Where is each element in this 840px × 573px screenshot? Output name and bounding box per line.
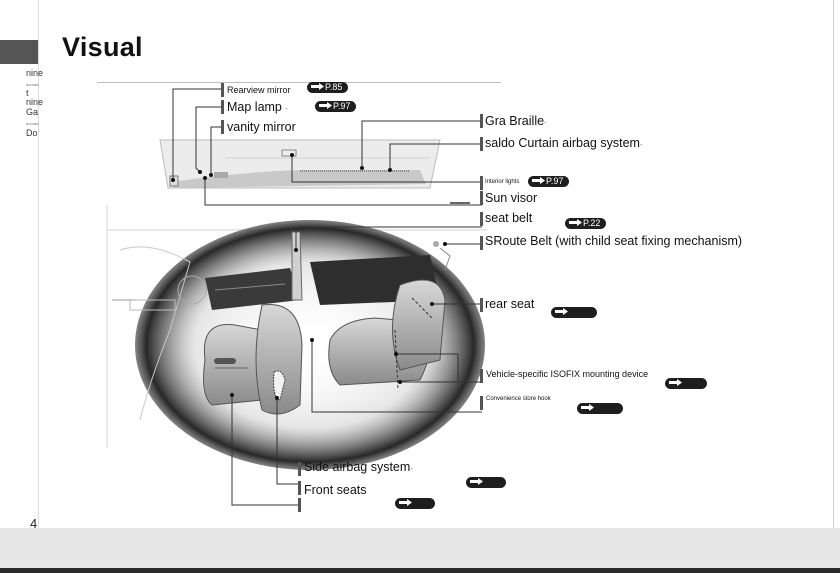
leader-dots — [171, 153, 447, 400]
arrow-right-icon — [470, 478, 483, 486]
car-interior-illustration — [106, 88, 487, 506]
label-marker — [480, 191, 483, 205]
label-suffix: - — [639, 142, 643, 149]
ref-button-side-airbag[interactable] — [466, 477, 506, 488]
ref-button-convenience-hook[interactable] — [577, 403, 623, 414]
arrow-right-icon — [532, 177, 545, 185]
label-sun-visor: Sun visor — [485, 191, 538, 205]
label-suffix: - — [285, 106, 288, 113]
side-nav-item[interactable]: nine — [26, 97, 44, 107]
arrow-right-icon — [569, 219, 582, 227]
page-bottom-edge — [0, 568, 840, 573]
label-rearview-mirror: Rearview mirror — [227, 85, 291, 95]
label-marker — [480, 114, 483, 128]
label-side-airbag: Side airbag system- — [304, 460, 413, 474]
label-marker — [221, 120, 224, 134]
arrow-right-icon — [311, 83, 324, 91]
ref-page: P.97 — [546, 176, 564, 186]
page-number: 4 — [30, 516, 38, 531]
leader-lines — [172, 88, 482, 506]
arrow-right-icon — [319, 102, 332, 110]
label-marker — [298, 462, 301, 476]
label-convenience-hook: Convenience store hook — [486, 396, 551, 402]
ref-button-isofix[interactable] — [665, 378, 707, 389]
label-marker — [221, 100, 224, 114]
side-nav-item[interactable]: Ga — [26, 107, 39, 117]
label-suffix: - — [544, 120, 547, 127]
ref-page: P.97 — [333, 101, 351, 111]
page-footer-band — [0, 528, 840, 568]
label-marker — [480, 137, 483, 151]
label-interior-lights: Interior lights — [485, 179, 520, 185]
label-marker — [298, 481, 301, 495]
label-marker — [480, 369, 483, 383]
side-navigation — [0, 0, 39, 528]
arrow-right-icon — [581, 404, 594, 412]
page-right-edge — [833, 0, 840, 528]
top-divider — [97, 82, 501, 83]
ref-button-rear-seat[interactable] — [551, 307, 597, 318]
page-title: Visual — [62, 32, 143, 62]
label-map-lamp: Map lamp - — [227, 100, 288, 114]
ref-button-front-seats[interactable] — [395, 498, 435, 509]
ref-page: P.22 — [583, 218, 601, 228]
arrow-right-icon — [555, 308, 568, 316]
label-gra-braille: Gra Braille- — [485, 114, 547, 128]
ref-button-map-lamp[interactable]: P.97 — [315, 101, 357, 112]
label-isofix: Vehicle-specific ISOFIX mounting device — [486, 369, 649, 379]
label-marker — [480, 298, 483, 312]
label-marker — [480, 236, 483, 250]
label-marker — [298, 498, 301, 512]
side-nav-item[interactable]: t — [26, 88, 29, 98]
label-marker — [480, 396, 483, 410]
arrow-right-icon — [399, 499, 412, 507]
side-nav-item[interactable]: Do — [26, 128, 38, 138]
label-marker — [480, 176, 483, 190]
label-route-belt: SRoute Belt (with child seat fixing mech… — [485, 234, 743, 248]
section-tab[interactable] — [0, 40, 38, 64]
label-marker — [221, 83, 224, 97]
label-marker — [480, 212, 483, 226]
cabin-view — [106, 205, 487, 470]
ref-button-rearview-mirror[interactable]: P.85 — [307, 82, 349, 93]
label-vanity-mirror: vanity mirror — [227, 120, 296, 134]
label-seat-belt: seat belt — [485, 211, 533, 225]
ref-button-interior-lights[interactable]: P.97 — [528, 176, 570, 187]
side-nav-item[interactable]: nine — [26, 68, 44, 78]
label-curtain-airbag: saldo Curtain airbag system- — [485, 136, 643, 150]
ref-page: P.85 — [325, 82, 343, 92]
side-nav-subtag: domain — [26, 82, 40, 87]
label-suffix: - — [410, 466, 413, 473]
side-nav-subtag: domain — [26, 121, 40, 126]
ceiling-view — [159, 139, 441, 189]
arrow-right-icon — [669, 379, 682, 387]
ref-button-seat-belt[interactable]: P.22 — [565, 218, 607, 229]
label-rear-seat: rear seat — [485, 297, 535, 311]
label-front-seats: Front seats — [304, 483, 367, 497]
